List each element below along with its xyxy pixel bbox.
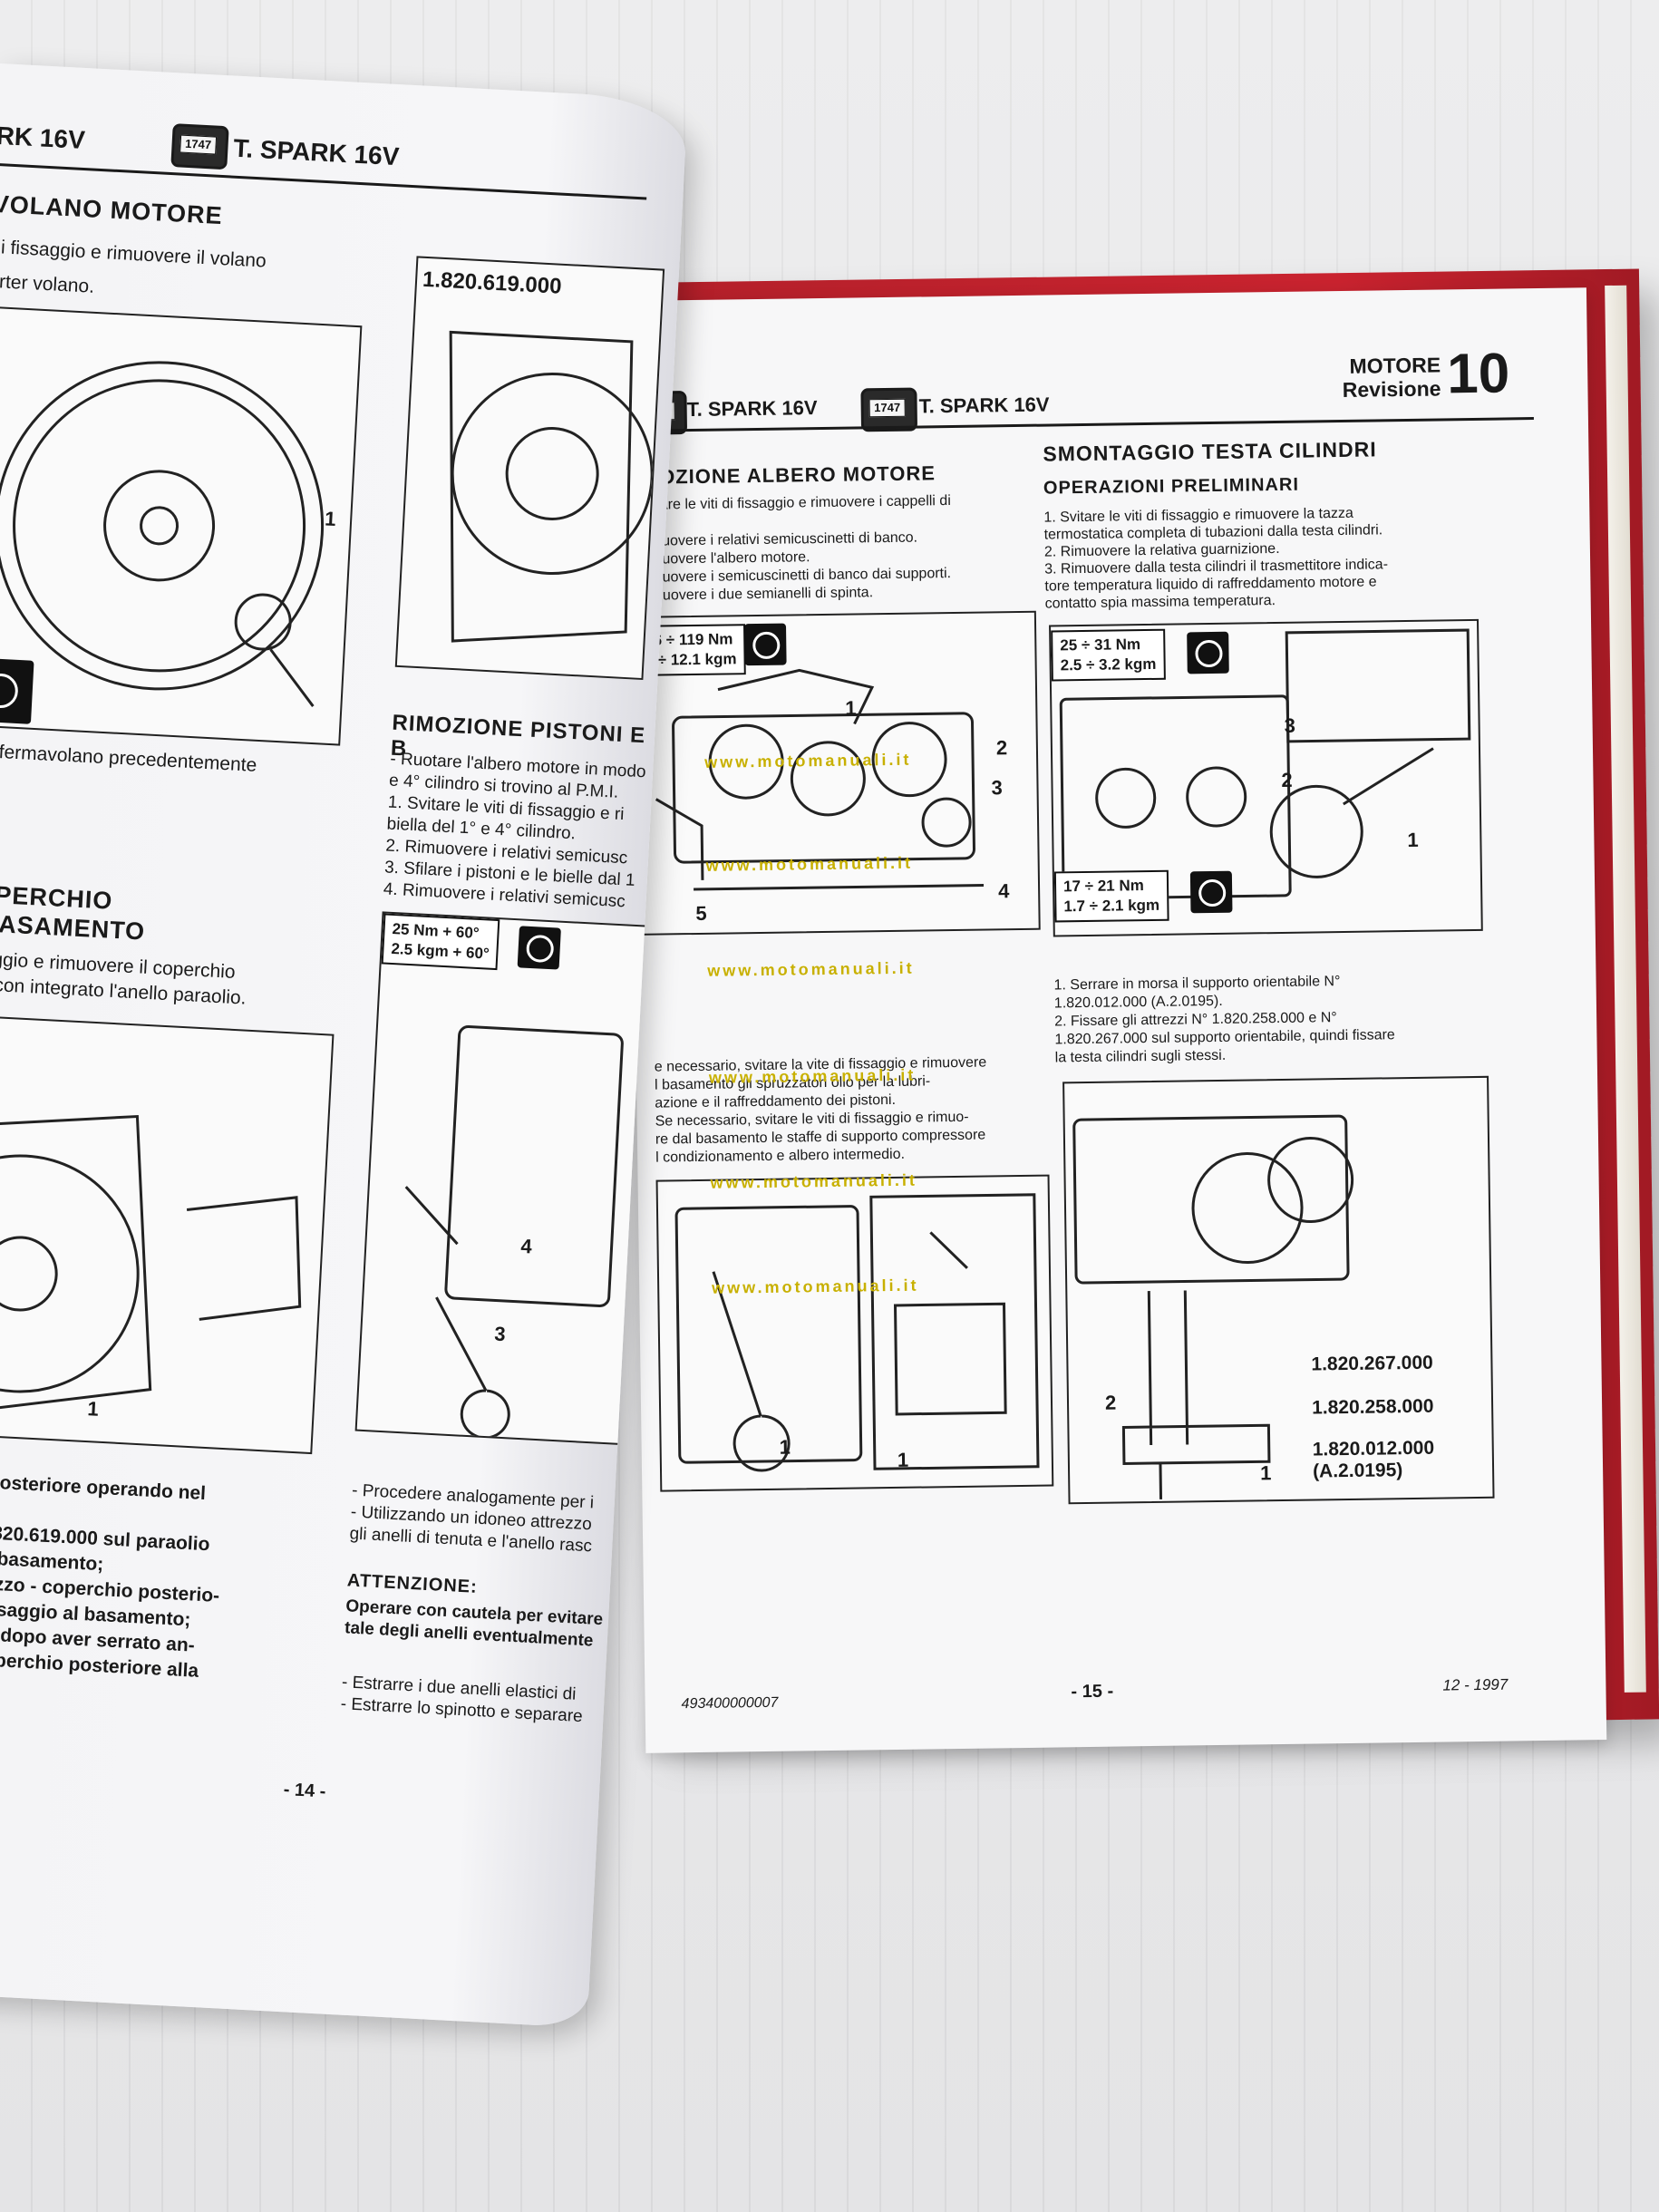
torque-wrench-icon: [517, 926, 561, 970]
callout-1: 1: [779, 1435, 791, 1459]
piston-figure: 25 Nm + 60° 2.5 kgm + 60° 4 3: [354, 911, 649, 1445]
cylinder-head-drawing: [1072, 1114, 1354, 1499]
header-model-1: T. SPARK 16V: [686, 396, 818, 422]
tool-code-3b: (A.2.0195): [1312, 1460, 1403, 1482]
watermark: www.motomanuali.it: [710, 1170, 918, 1192]
section-text-pistoni: - Ruotare l'albero motore in modo e 4° c…: [383, 749, 647, 912]
rear-cover-figure: 1: [0, 1014, 335, 1455]
watermark: www.motomanuali.it: [707, 958, 915, 980]
torque-spec-piston: 25 Nm + 60° 2.5 kgm + 60°: [381, 913, 500, 971]
connecting-rod-figure: 1 1: [655, 1174, 1054, 1492]
watermark: www.motomanuali.it: [703, 750, 912, 771]
callout-1: 1: [1259, 1461, 1272, 1485]
callout-1: 1: [86, 1397, 100, 1421]
chapter-label: MOTORE Revisione: [1342, 353, 1441, 402]
flywheel-tool-icon: [0, 657, 34, 724]
callout-1: 1: [1407, 828, 1419, 852]
section-title-albero: IMOZIONE ALBERO MOTORE: [635, 461, 936, 489]
attention-title: ATTENZIONE:: [346, 1570, 479, 1597]
page-number-14: - 14 -: [283, 1779, 326, 1802]
callout-4: 4: [997, 879, 1010, 903]
callout-1: 1: [897, 1448, 909, 1471]
callout-4: 4: [519, 1234, 533, 1258]
header-model-2: T. SPARK 16V: [918, 393, 1050, 418]
flywheel-figure: 1: [0, 306, 363, 746]
manual-page-15: 1598 T. SPARK 16V 1747 T. SPARK 16V MOTO…: [626, 287, 1607, 1753]
section-text-paraolio: erchio posteriore operando nel zo N° 1.8…: [0, 1471, 220, 1682]
thermostat-drawing: [1059, 628, 1471, 900]
callout-1: 1: [845, 696, 857, 720]
callout-2: 2: [1281, 768, 1293, 791]
engine-logo-icon: 1747: [170, 123, 229, 170]
section-text-fermavolano: zzo fermavolano precedentemente: [0, 741, 257, 776]
tool-code-1: 1.820.267.000: [1311, 1352, 1433, 1375]
piston-drawing: [404, 1025, 624, 1440]
section-subtitle-preliminari: OPERAZIONI PRELIMINARI: [1043, 474, 1300, 499]
document-code: 493400000007: [681, 1694, 779, 1712]
cylinder-head-figure: 1.820.267.000 1.820.258.000 1.820.012.00…: [1062, 1075, 1495, 1505]
section-title-testa: SMONTAGGIO TESTA CILINDRI: [1043, 437, 1377, 466]
torque-spec-3: 17 ÷ 21 Nm 1.7 ÷ 2.1 kgm: [1053, 869, 1169, 923]
section-text-spinotto: - Estrarre i due anelli elastici di - Es…: [340, 1673, 584, 1727]
page-number-15: - 15 -: [1071, 1681, 1114, 1703]
callout-2: 2: [995, 736, 1008, 760]
seal-tool-figure: 1.820.619.000: [394, 256, 665, 681]
section-text-volano: di fissaggio e rimuovere il volano arter…: [0, 236, 267, 297]
callout-2: 2: [1104, 1391, 1117, 1414]
header-rule: [0, 162, 647, 200]
section-title-volano: VOLANO MOTORE: [0, 189, 224, 230]
manual-page-14: RK 16V 1747 T. SPARK 16V VOLANO MOTORE d…: [0, 63, 688, 2028]
connecting-rod-drawing: [674, 1193, 1040, 1472]
thermostat-figure: 25 ÷ 31 Nm 2.5 ÷ 3.2 kgm 17 ÷ 21 Nm 1.7 …: [1049, 618, 1483, 937]
section-text-anelli: - Procedere analogamente per i - Utilizz…: [349, 1480, 595, 1557]
section-title-coperchio: COPERCHIO E BASAMENTO: [0, 878, 146, 946]
seal-tool-drawing: [449, 330, 654, 643]
section-text-montaggio: 1. Serrare in morsa il supporto orientab…: [1053, 974, 1395, 1066]
callout-3: 3: [493, 1322, 507, 1346]
attention-text: Operare con cautela per evitare tale deg…: [344, 1596, 604, 1651]
header-model-left: RK 16V: [0, 121, 86, 155]
tool-code-3: 1.820.012.000: [1312, 1437, 1435, 1460]
revision-date: 12 - 1997: [1442, 1675, 1509, 1694]
header-model-right: T. SPARK 16V: [232, 133, 401, 171]
watermark: www.motomanuali.it: [708, 1065, 917, 1087]
torque-spec-2: 25 ÷ 31 Nm 2.5 ÷ 3.2 kgm: [1051, 628, 1166, 682]
chapter-number: 10: [1446, 342, 1510, 406]
torque-wrench-icon: [1187, 631, 1229, 674]
crankshaft-drawing: [655, 668, 985, 891]
callout-5: 5: [695, 901, 707, 925]
section-text-preliminari: 1. Svitare le viti di fissaggio e rimuov…: [1043, 505, 1389, 612]
callout-1: 1: [324, 507, 337, 531]
callout-3: 3: [991, 776, 1003, 800]
crankshaft-figure: 96 ÷ 119 Nm 8 ÷ 12.1 kgm 1 2 3 4 5: [633, 610, 1041, 936]
tool-code-2: 1.820.258.000: [1311, 1395, 1434, 1419]
callout-3: 3: [1284, 713, 1296, 737]
page-stack-edge: [1605, 285, 1646, 1693]
section-text-coperchio: fissaggio e rimuovere il coperchio ento …: [0, 946, 247, 1009]
torque-wrench-icon: [1189, 870, 1233, 914]
section-text-albero: Svitare le viti di fissaggio e rimuovere…: [635, 493, 952, 604]
torque-wrench-icon: [743, 623, 787, 666]
flywheel-drawing: [0, 361, 325, 707]
watermark: www.motomanuali.it: [712, 1276, 919, 1297]
rear-cover-drawing: [0, 1114, 302, 1417]
watermark: www.motomanuali.it: [705, 853, 914, 875]
